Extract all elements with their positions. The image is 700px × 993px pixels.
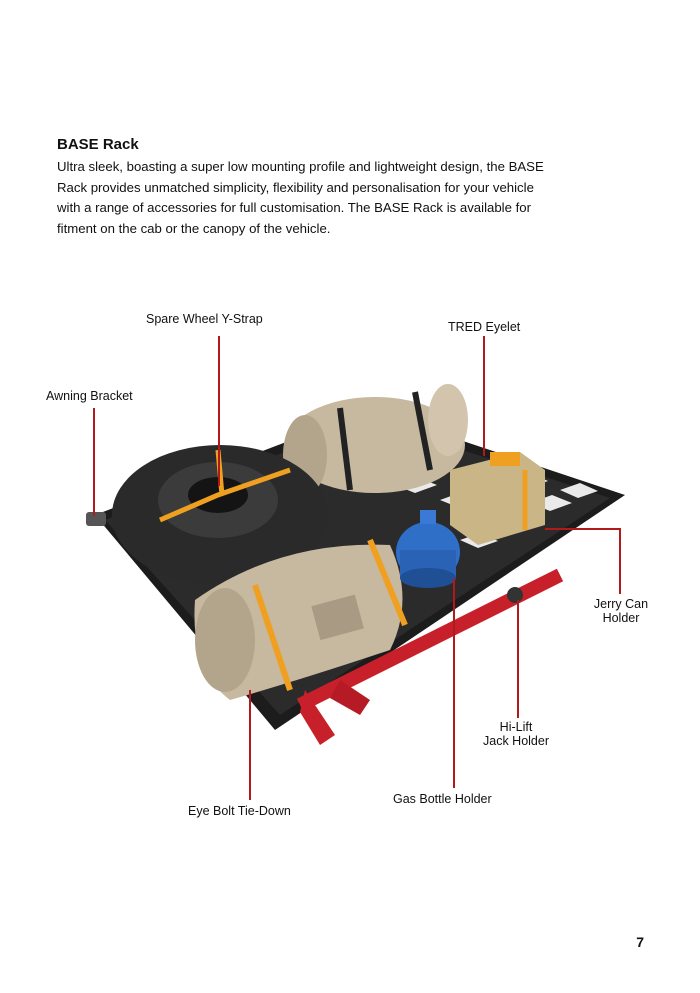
callout-jerry-can-line1: Jerry Can [593,597,649,611]
callout-jerry-can-line2: Holder [602,611,640,625]
callout-hilift-jack-holder: Hi-Lift Jack Holder [478,720,554,748]
hi-lift-jack [296,568,564,745]
callout-spare-wheel-y-strap: Spare Wheel Y-Strap [146,312,263,326]
leader-eye-bolt [249,690,251,800]
section-description: Ultra sleek, boasting a super low mounti… [57,159,544,236]
spare-wheel [112,445,328,585]
callout-gas-bottle-holder: Gas Bottle Holder [393,792,492,806]
callout-eye-bolt-tie-down: Eye Bolt Tie-Down [188,804,291,818]
callout-hilift-line1: Hi-Lift [499,720,533,734]
jerry-can [450,452,545,545]
callout-tred-eyelet: TRED Eyelet [448,320,521,334]
callout-hilift-line2: Jack Holder [483,734,549,748]
leader-gas-bottle [453,578,455,788]
callout-jerry-can-holder: Jerry Can Holder [588,597,654,625]
rear-roll-bag [283,384,468,495]
front-duffel-bag [194,538,408,700]
gas-bottle [396,510,460,588]
page-number: 7 [636,934,644,950]
section-heading: BASE Rack [57,136,139,153]
leader-jerry-can-v [619,528,621,594]
leader-jerry-can-h [545,528,620,530]
leader-awning-bracket [93,408,95,516]
callout-awning-bracket: Awning Bracket [46,389,133,403]
leader-spare-wheel [218,336,220,486]
leader-tred-eyelet [483,336,485,456]
leader-hilift [517,600,519,718]
